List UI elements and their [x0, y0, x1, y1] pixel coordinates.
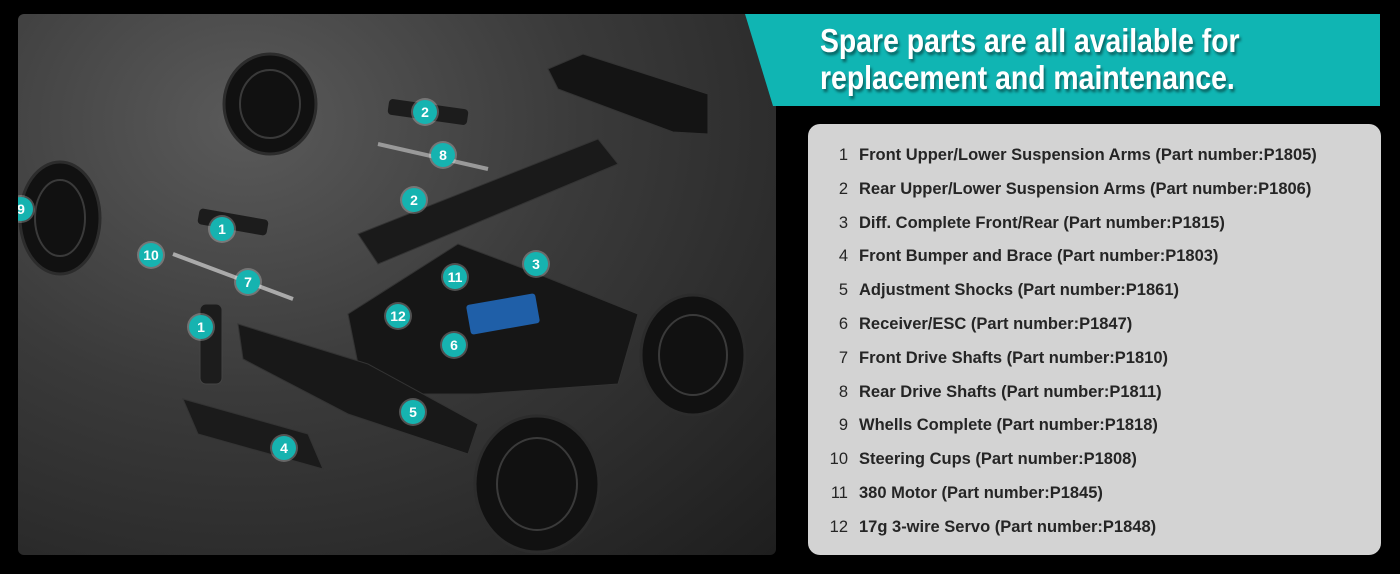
part-description: 380 Motor (Part number:P1845): [859, 484, 1103, 502]
part-number-index: 10: [829, 450, 848, 469]
part-number-index: 4: [838, 247, 848, 266]
esc-label: [466, 293, 540, 335]
suspension-arm: [197, 208, 269, 236]
headline-line-1: Spare parts are all available for: [820, 22, 1240, 59]
part-description: Receiver/ESC (Part number:P1847): [859, 315, 1133, 333]
part-number-index: 2: [838, 179, 848, 198]
rc-car-exploded-illustration: [18, 52, 747, 554]
headline-line-2: replacement and maintenance.: [820, 59, 1235, 96]
front-bumper: [182, 398, 324, 470]
part-description: Diff. Complete Front/Rear (Part number:P…: [859, 213, 1225, 232]
part-number-index: 6: [838, 315, 848, 333]
part-marker: 1: [189, 315, 213, 339]
part-marker: 4: [272, 436, 296, 460]
part-description: Rear Upper/Lower Suspension Arms (Part n…: [859, 179, 1312, 198]
wheel: [639, 293, 747, 417]
part-marker: 11: [443, 265, 467, 289]
part-number-index: 7: [838, 348, 848, 367]
part-marker: 2: [402, 188, 426, 212]
part-description: Steering Cups (Part number:P1808): [859, 450, 1137, 469]
part-marker: 1: [210, 217, 234, 241]
drive-shaft: [172, 252, 294, 301]
wheel: [18, 160, 102, 276]
part-marker: 9: [18, 197, 33, 221]
wheel: [222, 52, 318, 156]
part-number-index: 12: [829, 517, 848, 536]
part-marker: 6: [442, 333, 466, 357]
part-description: Whells Complete (Part number:P1818): [859, 416, 1158, 435]
part-description: Adjustment Shocks (Part number:P1861): [859, 281, 1179, 300]
part-marker: 8: [431, 143, 455, 167]
part-marker: 12: [386, 304, 410, 328]
part-marker: 2: [413, 100, 437, 124]
part-number-index: 8: [838, 382, 848, 401]
parts-list: 1 Front Upper/Lower Suspension Arms (Part…: [808, 124, 1381, 555]
part-marker: 5: [401, 400, 425, 424]
part-description: Rear Drive Shafts (Part number:P1811): [859, 382, 1162, 401]
part-number-index: 3: [838, 213, 848, 232]
part-number-index: 1: [838, 146, 848, 164]
exploded-view-photo: 2 8 2 9 1 10 7 11 3 12 1 6 5 4: [18, 14, 776, 555]
chassis-brace: [357, 138, 619, 265]
part-description: 17g 3-wire Servo (Part number:P1848): [859, 517, 1157, 536]
wheel: [473, 414, 601, 554]
rear-wing: [547, 53, 709, 135]
part-number-index: 5: [838, 281, 848, 300]
headline-banner: [745, 14, 1380, 106]
part-marker: 10: [139, 243, 163, 267]
part-marker: 7: [236, 270, 260, 294]
part-marker: 3: [524, 252, 548, 276]
part-description: Front Drive Shafts (Part number:P1810): [859, 348, 1168, 367]
part-number-index: 9: [838, 416, 848, 435]
part-number-index: 11: [830, 484, 848, 502]
part-description: Front Bumper and Brace (Part number:P180…: [859, 247, 1219, 266]
part-description: Front Upper/Lower Suspension Arms (Part …: [859, 146, 1317, 164]
headline: Spare parts are all available for replac…: [820, 22, 1240, 96]
